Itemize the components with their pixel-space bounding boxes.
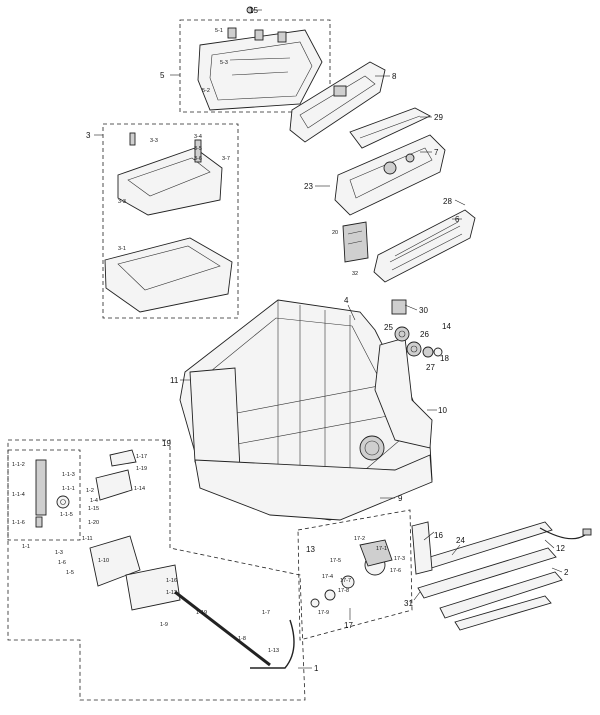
guide-part-6 xyxy=(373,209,476,283)
callout-1-19-bottom: 1-19 xyxy=(196,610,207,616)
callout-17: 17 xyxy=(344,621,353,630)
callout-3-1: 3-1 xyxy=(118,246,126,252)
callout-18: 18 xyxy=(440,354,449,363)
callout-1-8: 1-8 xyxy=(238,636,246,642)
callout-30: 30 xyxy=(419,306,428,315)
group-1-outline xyxy=(7,439,306,701)
callout-31: 31 xyxy=(404,599,413,608)
callout-5-2: 5-2 xyxy=(202,88,210,94)
drive-gears xyxy=(391,299,443,358)
callout-1-13: 1-13 xyxy=(268,648,279,654)
callout-1-19-top: 1-19 xyxy=(136,466,147,472)
callout-29: 29 xyxy=(434,113,443,122)
callout-3-3-bottom: 3-3 xyxy=(118,199,126,205)
callout-3-4: 3-4 xyxy=(194,134,202,140)
callout-17-5: 17-5 xyxy=(330,558,341,564)
callout-25: 25 xyxy=(384,323,393,332)
group-17-outline xyxy=(297,509,413,641)
transfer-rail-parts xyxy=(411,521,592,631)
callout-3-3-top: 3-3 xyxy=(150,138,158,144)
callout-32: 32 xyxy=(352,271,358,277)
callout-6: 6 xyxy=(455,215,460,224)
callout-5: 5 xyxy=(160,71,165,80)
callout-23: 23 xyxy=(304,182,313,191)
callout-2: 2 xyxy=(564,568,569,577)
callout-16: 16 xyxy=(434,531,443,540)
callout-1-1-4: 1-1-4 xyxy=(12,492,25,498)
callout-20: 20 xyxy=(332,230,338,236)
callout-1-12: 1-12 xyxy=(166,590,177,596)
callout-17-8: 17-8 xyxy=(338,588,349,594)
callout-1: 1 xyxy=(314,664,319,673)
main-frame-assembly xyxy=(179,299,433,521)
pickup-drive-assembly xyxy=(35,449,295,669)
callout-1-1-6: 1-1-6 xyxy=(12,520,25,526)
board-part-20 xyxy=(342,221,369,263)
callout-5-1: 5-1 xyxy=(215,28,223,34)
laser-unit-assembly xyxy=(104,132,233,313)
callout-1-10: 1-10 xyxy=(98,558,109,564)
callout-17-9: 17-9 xyxy=(318,610,329,616)
callout-26: 26 xyxy=(420,330,429,339)
callout-1-20: 1-20 xyxy=(88,520,99,526)
callout-11: 11 xyxy=(170,376,179,385)
callout-1-14: 1-14 xyxy=(134,486,145,492)
callout-1-11: 1-11 xyxy=(82,536,93,542)
leader-lines xyxy=(94,9,563,669)
callout-1-1-1: 1-1-1 xyxy=(62,486,75,492)
callout-10: 10 xyxy=(438,406,447,415)
callout-3-5: 3-5 xyxy=(194,146,202,152)
callout-17-4: 17-4 xyxy=(322,574,333,580)
callout-1-5: 1-5 xyxy=(66,570,74,576)
callout-1-1: 1-1 xyxy=(22,544,30,550)
callout-12: 12 xyxy=(556,544,565,553)
callout-24: 24 xyxy=(456,536,465,545)
callout-labels: 15 5 5-1 5-3 5-2 8 29 3 3-3 3-4 3-5 3-6 … xyxy=(12,6,569,673)
callout-5-3: 5-3 xyxy=(220,60,228,66)
callout-1-1-2: 1-1-2 xyxy=(12,462,25,468)
callout-1-15: 1-15 xyxy=(88,506,99,512)
callout-17-3: 17-3 xyxy=(394,556,405,562)
callout-1-17: 1-17 xyxy=(136,454,147,460)
callout-9: 9 xyxy=(398,494,403,503)
callout-19: 19 xyxy=(162,439,171,448)
callout-1-7: 1-7 xyxy=(262,610,270,616)
callout-1-3: 1-3 xyxy=(55,550,63,556)
callout-4: 4 xyxy=(344,296,349,305)
fuser-unit-part-7 xyxy=(334,134,446,216)
callout-1-1-3: 1-1-3 xyxy=(62,472,75,478)
callout-28: 28 xyxy=(443,197,452,206)
callout-3-6: 3-6 xyxy=(194,156,202,162)
fuser-cover-part-8 xyxy=(289,61,386,143)
drive-unit-part-17 xyxy=(310,539,393,608)
callout-1-4: 1-4 xyxy=(90,498,98,504)
callout-13: 13 xyxy=(306,545,315,554)
callout-17-6: 17-6 xyxy=(390,568,401,574)
top-cover-assembly xyxy=(197,6,323,111)
callout-1-1-5: 1-1-5 xyxy=(60,512,73,518)
callout-17-2: 17-2 xyxy=(354,536,365,542)
group-1-1-outline xyxy=(7,449,81,541)
bracket-part-29 xyxy=(349,107,432,149)
callout-1-9: 1-9 xyxy=(160,622,168,628)
group-3-outline xyxy=(102,123,239,319)
callout-17-1: 17-1 xyxy=(376,546,387,552)
callout-15: 15 xyxy=(249,6,258,15)
callout-1-2: 1-2 xyxy=(86,488,94,494)
callout-8: 8 xyxy=(392,72,397,81)
callout-7: 7 xyxy=(434,148,439,157)
callout-3: 3 xyxy=(86,131,91,140)
callout-17-7: 17-7 xyxy=(340,578,351,584)
callout-1-6: 1-6 xyxy=(58,560,66,566)
callout-1-16: 1-16 xyxy=(166,578,177,584)
callout-27: 27 xyxy=(426,363,435,372)
callout-14: 14 xyxy=(442,322,451,331)
callout-3-7: 3-7 xyxy=(222,156,230,162)
